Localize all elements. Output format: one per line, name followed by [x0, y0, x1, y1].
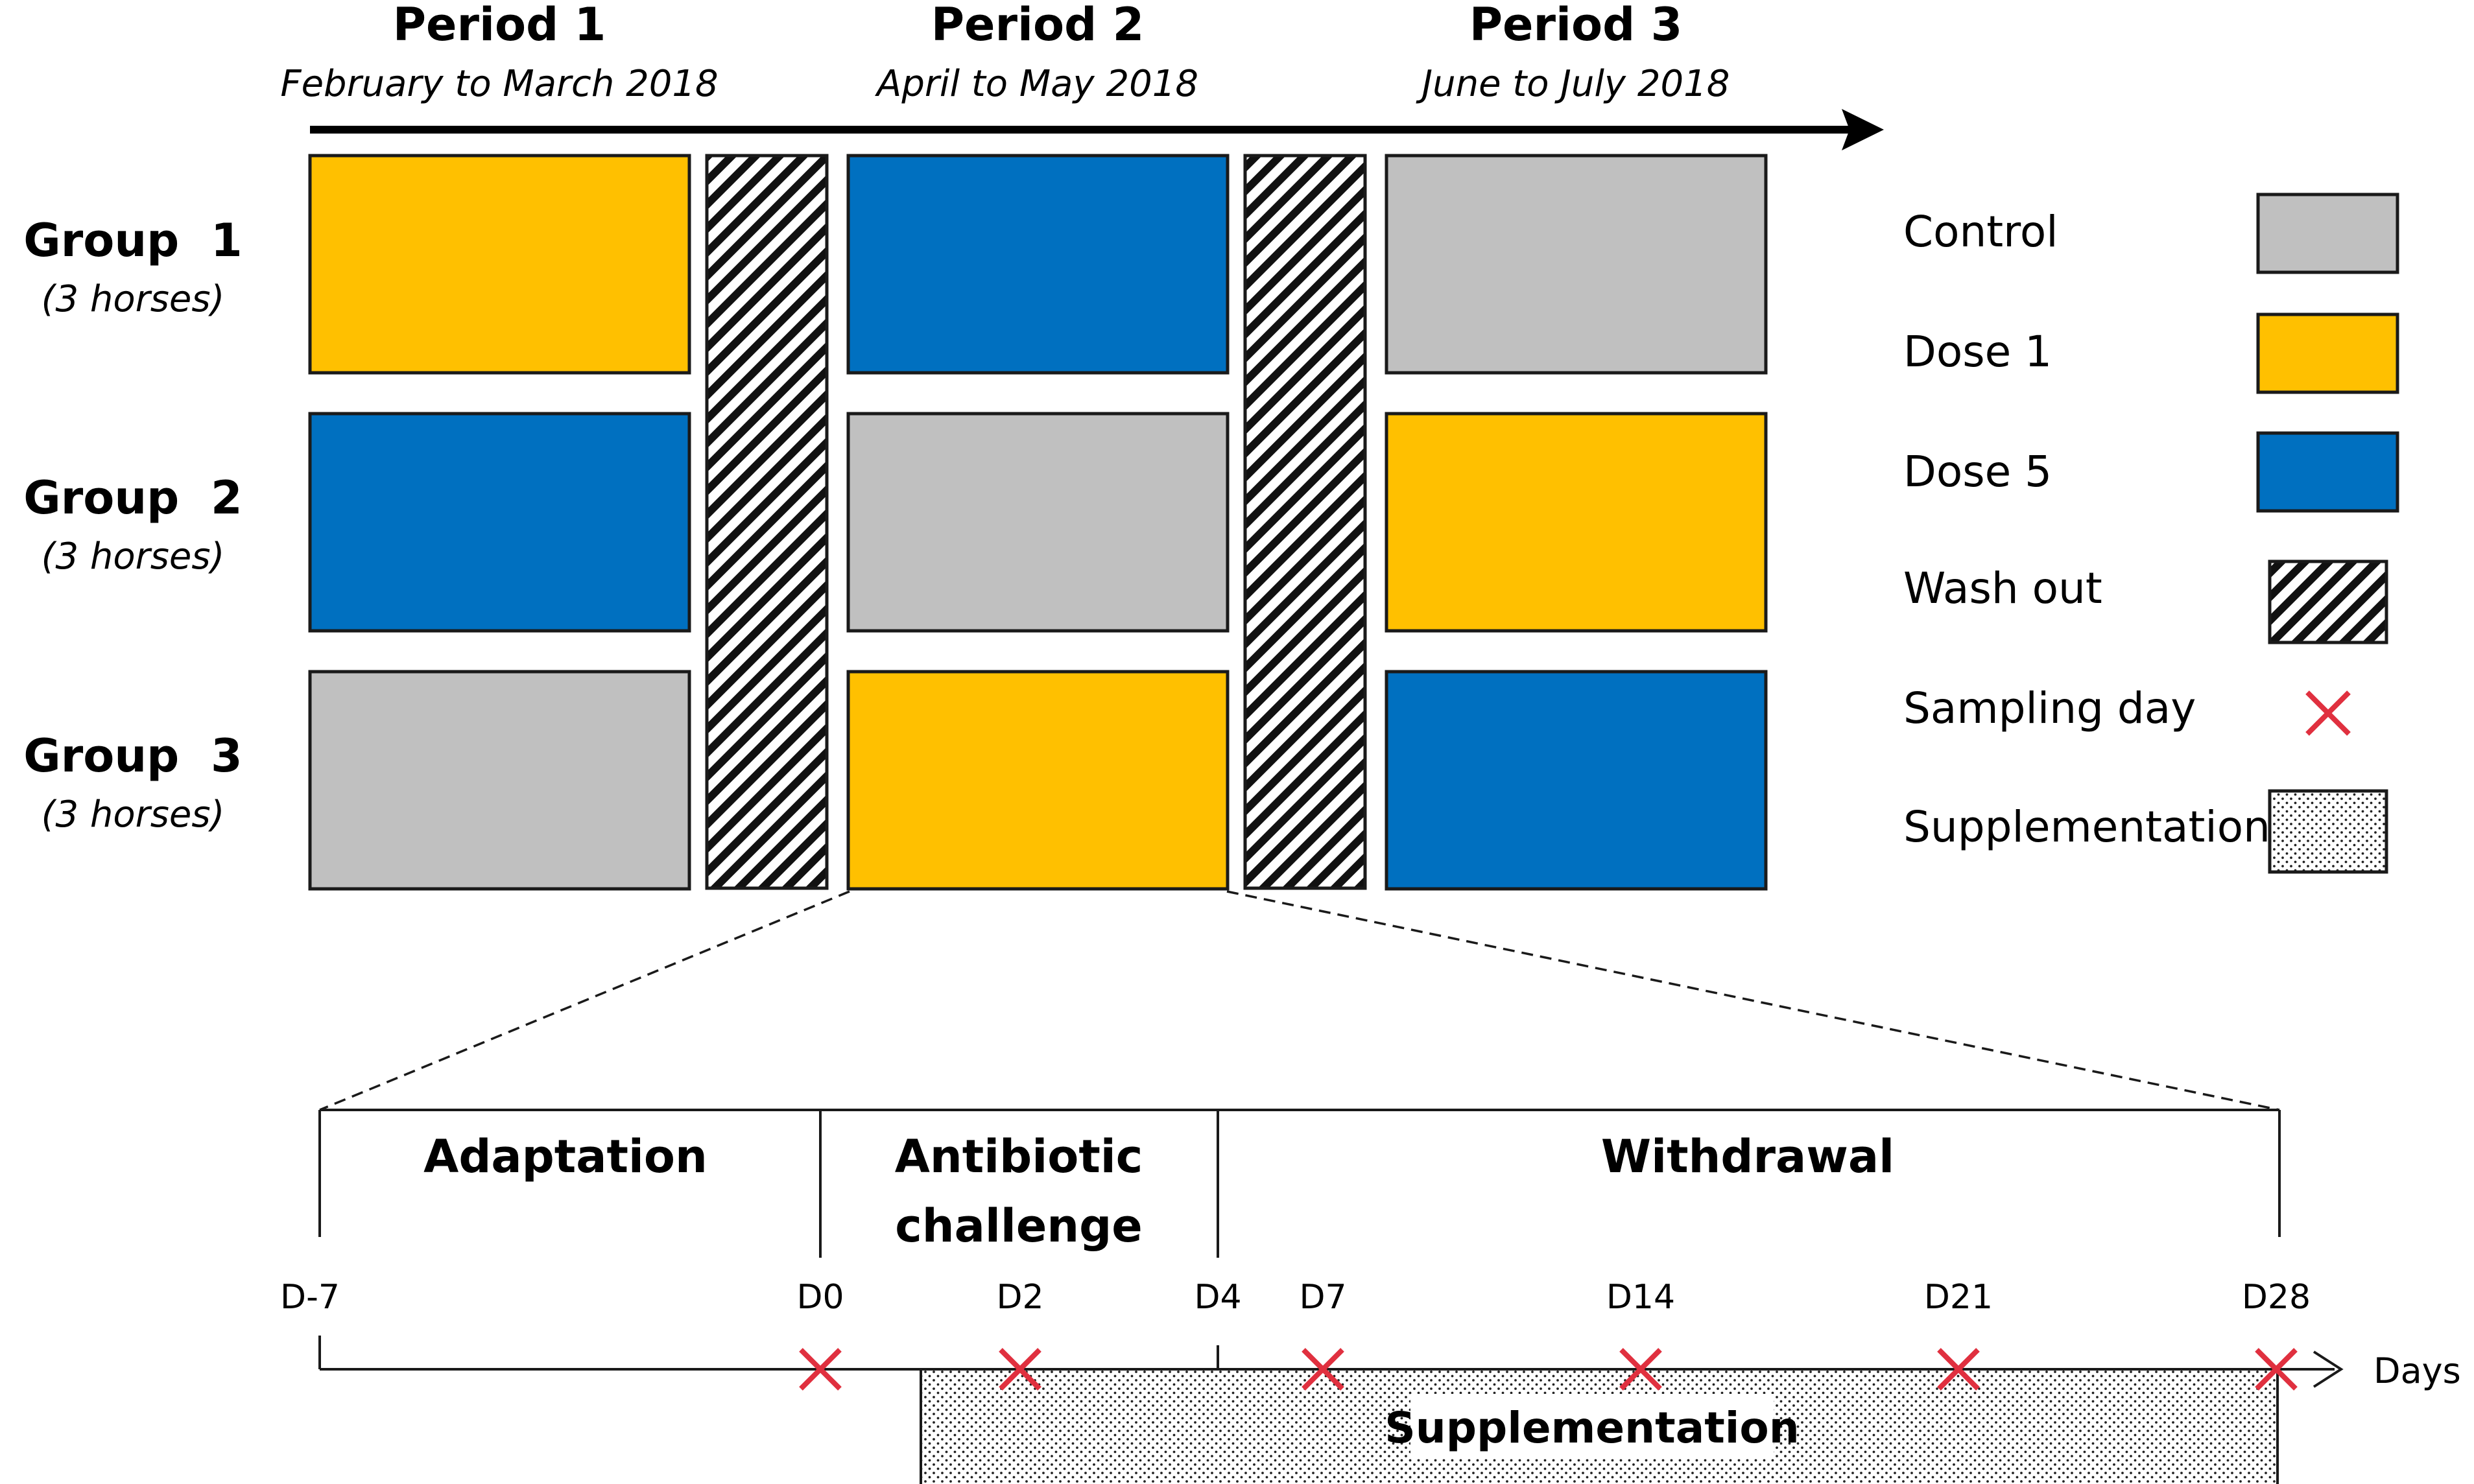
legend-label: Control — [1903, 207, 2058, 257]
group-size: (3 horses) — [42, 794, 225, 836]
sampling-cross-icon-d0 — [799, 1348, 842, 1391]
cross-icon — [2305, 690, 2351, 736]
legend-swatch-washout — [2268, 559, 2388, 644]
cell-group1-period2-dose5 — [846, 154, 1230, 375]
sampling-cross-icon-d7 — [1302, 1348, 1344, 1391]
legend-label: Supplementation — [1903, 802, 2270, 852]
day-label-d-7: D-7 — [280, 1278, 340, 1317]
cell-group3-period2-dose1 — [846, 670, 1230, 891]
group-name: Group 3 — [23, 729, 242, 783]
legend-label: Wash out — [1903, 563, 2102, 613]
legend-item-supplementation: Supplementation — [1903, 789, 2388, 874]
day-label-d2: D2 — [996, 1278, 1043, 1317]
day-label-d7: D7 — [1299, 1278, 1346, 1317]
sampling-marks — [799, 1348, 2298, 1391]
period-timeline-arrow — [310, 109, 1884, 150]
cell-group3-period1-control — [308, 670, 691, 891]
legend-label: Dose 1 — [1903, 327, 2052, 377]
legend-item-washout: Wash out — [1903, 559, 2388, 644]
sampling-cross-icon-d14 — [1619, 1348, 1662, 1391]
day-label-d14: D14 — [1606, 1278, 1675, 1317]
sampling-cross-icon-d28 — [2255, 1348, 2298, 1391]
day-axis-arrowhead — [2313, 1350, 2344, 1388]
cell-group2-period1-dose5 — [308, 412, 691, 633]
legend-label: Sampling day — [1903, 683, 2196, 733]
group-label-2: Group 2 (3 horses) — [23, 471, 242, 578]
group-size: (3 horses) — [42, 278, 225, 320]
cell-group1-period3-control — [1385, 154, 1768, 375]
cell-group1-period1-dose1 — [308, 154, 691, 375]
legend-swatch-control — [2256, 193, 2399, 274]
supplementation-band-label: Supplementation — [1385, 1403, 1800, 1453]
phase-withdrawal: Withdrawal — [1601, 1130, 1894, 1183]
group-name: Group 2 — [23, 471, 242, 524]
washout-bar-2 — [1243, 154, 1367, 890]
group-name: Group 1 — [23, 214, 242, 267]
legend-swatch-dose5 — [2256, 431, 2399, 513]
period-dates: April to May 2018 — [875, 63, 1198, 105]
treatment-grid — [308, 154, 1768, 891]
legend: Control Dose 1 Dose 5 Wash out Sampling … — [1903, 193, 2399, 874]
legend-item-sampling: Sampling day — [1903, 683, 2351, 736]
group-label-3: Group 3 (3 horses) — [23, 729, 242, 836]
washout-bar-1 — [705, 154, 829, 890]
legend-item-control: Control — [1903, 193, 2399, 274]
legend-item-dose1: Dose 1 — [1903, 312, 2399, 394]
legend-swatch-dose1 — [2256, 312, 2399, 394]
period-title: Period 2 — [931, 0, 1145, 51]
day-label-d21: D21 — [1924, 1278, 1993, 1317]
period-header-3: Period 3 June to July 2018 — [1416, 0, 1730, 105]
zoom-line-left — [319, 890, 850, 1111]
phase-antibiotic-line2: challenge — [895, 1199, 1142, 1253]
supplementation-label-bg — [1410, 1394, 1774, 1459]
phase-antibiotic-line1: Antibiotic — [895, 1130, 1143, 1183]
legend-swatch-supplementation — [2268, 789, 2388, 874]
sampling-cross-icon-d21 — [1937, 1348, 1980, 1391]
group-size: (3 horses) — [42, 536, 225, 578]
group-label-1: Group 1 (3 horses) — [23, 214, 242, 320]
period-title: Period 1 — [393, 0, 606, 51]
period-title: Period 3 — [1469, 0, 1683, 51]
day-axis-label: Days — [2373, 1350, 2461, 1391]
legend-item-dose5: Dose 5 — [1903, 431, 2399, 513]
day-label-d0: D0 — [796, 1278, 844, 1317]
day-label-d4: D4 — [1194, 1278, 1241, 1317]
sampling-cross-icon-d2 — [999, 1348, 1041, 1391]
cell-group3-period3-dose5 — [1385, 670, 1768, 891]
cell-group2-period2-control — [846, 412, 1230, 633]
period-dates: February to March 2018 — [280, 63, 718, 105]
day-label-d28: D28 — [2242, 1278, 2311, 1317]
cell-group2-period3-dose1 — [1385, 412, 1768, 633]
period-header-2: Period 2 April to May 2018 — [875, 0, 1198, 105]
legend-label: Dose 5 — [1903, 447, 2052, 497]
timeline-detail: Adaptation Antibiotic challenge Withdraw… — [280, 1109, 2461, 1484]
zoom-line-right — [1226, 890, 2280, 1111]
phase-adaptation: Adaptation — [423, 1130, 708, 1183]
period-dates: June to July 2018 — [1416, 63, 1730, 105]
period-header-1: Period 1 February to March 2018 — [280, 0, 718, 105]
